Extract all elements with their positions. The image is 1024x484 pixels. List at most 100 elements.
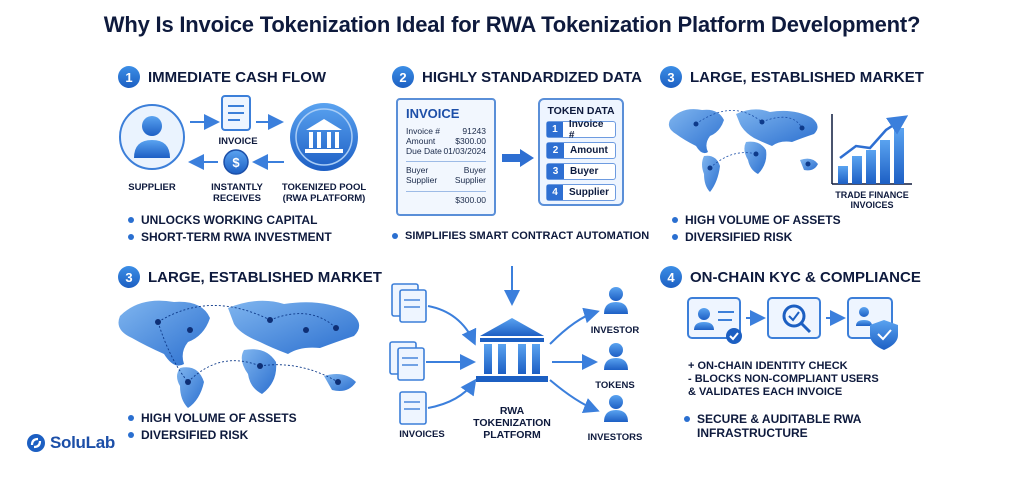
- token-row: 1 Invoice #: [546, 118, 616, 141]
- invoice-docs-icon: [389, 283, 427, 425]
- token-row-label: Supplier: [568, 187, 609, 198]
- coin-icon: $: [223, 149, 249, 175]
- world-map-large: [118, 300, 360, 408]
- token-row-label: Buyer: [570, 166, 599, 177]
- trade-finance-label: TRADE FINANCE INVOICES: [835, 190, 909, 211]
- invoice-divider: [406, 190, 486, 192]
- invoice-value: 01/03/2024: [443, 145, 486, 156]
- section-3b-number: 3: [118, 266, 140, 288]
- trade-finance-chart: [831, 114, 912, 185]
- tokenization-flow-diagram: [389, 266, 628, 425]
- kyc-note: - BLOCKS NON-COMPLIANT USERS: [688, 373, 879, 386]
- invoice-card: INVOICE Invoice # 91243 Amount $300.00 Due…: [396, 98, 496, 216]
- tokenized-pool-label: TOKENIZED POOL (RWA PLATFORM): [281, 182, 367, 204]
- invoice-label: INVOICE: [218, 136, 258, 147]
- section-2-number: 2: [392, 66, 414, 88]
- section-3-bullets: HIGH VOLUME OF ASSETS DIVERSIFIED RISK: [672, 213, 841, 244]
- invoice-key: Due Date: [406, 145, 442, 156]
- bullet-text: DIVERSIFIED RISK: [685, 230, 793, 244]
- invoice-total: $300.00: [406, 195, 486, 206]
- investor-icon: [604, 287, 628, 314]
- invoice-doc-icon: [221, 95, 251, 131]
- instantly-receives-label: INSTANTLY RECEIVES: [211, 182, 263, 204]
- token-row-number: 4: [547, 185, 563, 200]
- token-row-label: Invoice #: [568, 118, 604, 141]
- token-row: 3 Buyer: [546, 163, 616, 180]
- solulab-logo-icon: [27, 434, 45, 452]
- section-3-heading: 3 LARGE, ESTABLISHED MARKET: [660, 66, 924, 88]
- rwa-platform-label: RWA TOKENIZATION PLATFORM: [473, 405, 551, 442]
- bullet-dot: [128, 217, 134, 223]
- kyc-flow-diagram: [687, 297, 898, 350]
- section-2-heading: 2 HIGHLY STANDARDIZED DATA: [392, 66, 642, 88]
- svg-text:$: $: [232, 155, 240, 170]
- bullet-text: HIGH VOLUME OF ASSETS: [141, 411, 297, 425]
- invoice-heading: INVOICE: [406, 106, 460, 121]
- bullet-dot: [672, 217, 678, 223]
- solulab-logo: SoluLab: [26, 433, 115, 453]
- invoice-value: 91243: [462, 126, 486, 136]
- bullet-item: SECURE & AUDITABLE RWA INFRASTRUCTURE: [684, 412, 861, 441]
- bullet-item: DIVERSIFIED RISK: [128, 428, 297, 442]
- section-2-title: HIGHLY STANDARDIZED DATA: [422, 68, 643, 86]
- bullet-text: HIGH VOLUME OF ASSETS: [685, 213, 841, 227]
- kyc-note: + ON-CHAIN IDENTITY CHECK: [688, 360, 848, 372]
- world-map-small: [668, 109, 818, 192]
- cash-flow-diagram: $: [119, 95, 358, 175]
- section-4-title: ON-CHAIN KYC & COMPLIANCE: [690, 268, 921, 286]
- section-1-number: 1: [118, 66, 140, 88]
- section-3b-bullets: HIGH VOLUME OF ASSETS DIVERSIFIED RISK: [128, 411, 297, 442]
- supplier-icon: [119, 104, 185, 170]
- invoice-key: Amount: [406, 135, 436, 146]
- investors-label: INVESTORS: [587, 432, 643, 443]
- identity-card-icon: [687, 297, 742, 344]
- bullet-text: DIVERSIFIED RISK: [141, 428, 249, 442]
- invoice-key: Invoice #: [406, 126, 441, 136]
- tokens-person-icon: [604, 343, 628, 370]
- section-2-bullets: SIMPLIFIES SMART CONTRACT AUTOMATION: [392, 230, 649, 242]
- bullet-text: UNLOCKS WORKING CAPITAL: [141, 213, 318, 227]
- magnifier-check-icon: [767, 297, 821, 339]
- invoice-value: $300.00: [455, 135, 486, 146]
- token-row: 4 Supplier: [546, 184, 616, 201]
- invoice-value: Supplier: [454, 175, 486, 186]
- bullet-item: SIMPLIFIES SMART CONTRACT AUTOMATION: [392, 230, 649, 242]
- invoices-label: INVOICES: [399, 429, 445, 440]
- section-3-title: LARGE, ESTABLISHED MARKET: [690, 68, 924, 86]
- bullet-text: SHORT-TERM RWA INVESTMENT: [141, 230, 332, 244]
- section-3b-title: LARGE, ESTABLISHED MARKET: [148, 268, 382, 286]
- invoice-key: Buyer: [406, 165, 429, 176]
- invoice-key: Supplier: [406, 175, 438, 186]
- arrow-right-icon: [502, 149, 534, 167]
- tokens-label: TOKENS: [595, 380, 635, 391]
- investors-icon: [604, 395, 628, 422]
- invoice-value: Buyer: [463, 165, 486, 176]
- section-4-heading: 4 ON-CHAIN KYC & COMPLIANCE: [660, 266, 921, 288]
- invoice-row: Supplier Supplier: [406, 175, 486, 186]
- bullet-item: DIVERSIFIED RISK: [672, 230, 841, 244]
- kyc-notes: + ON-CHAIN IDENTITY CHECK - BLOCKS NON-C…: [688, 360, 879, 400]
- bullet-text: SECURE & AUDITABLE RWA INFRASTRUCTURE: [697, 412, 862, 441]
- bullet-text: SIMPLIFIES SMART CONTRACT AUTOMATION: [405, 230, 650, 242]
- page-title: Why Is Invoice Tokenization Ideal for RW…: [103, 12, 921, 37]
- token-row-number: 3: [547, 164, 564, 179]
- bullet-dot: [392, 233, 398, 239]
- bullet-dot: [128, 432, 134, 438]
- bullet-item: HIGH VOLUME OF ASSETS: [128, 411, 297, 425]
- section-4-bullets: SECURE & AUDITABLE RWA INFRASTRUCTURE: [684, 412, 861, 441]
- brand-name: SoluLab: [50, 433, 115, 452]
- bullet-item: SHORT-TERM RWA INVESTMENT: [128, 230, 332, 244]
- section-4-number: 4: [660, 266, 682, 288]
- token-row-number: 1: [547, 122, 563, 137]
- section-1-title: IMMEDIATE CASH FLOW: [148, 68, 327, 86]
- invoice-row: Buyer Buyer: [406, 166, 486, 176]
- rwa-platform-icon: [476, 318, 548, 382]
- invoice-divider: [406, 161, 486, 163]
- invoice-row: Invoice # 91243: [406, 126, 486, 137]
- bullet-item: UNLOCKS WORKING CAPITAL: [128, 213, 332, 227]
- kyc-note: & VALIDATES EACH INVOICE: [688, 386, 843, 399]
- bullet-item: HIGH VOLUME OF ASSETS: [672, 213, 841, 227]
